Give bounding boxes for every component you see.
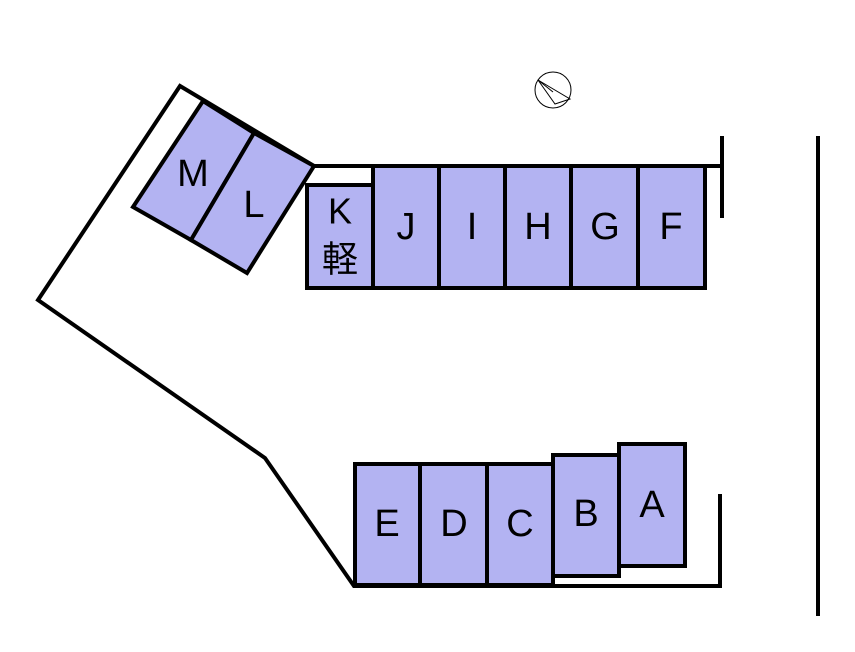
lot-boundary-left xyxy=(35,83,722,588)
space-label-k: K xyxy=(328,191,352,232)
space-label-e: E xyxy=(374,503,399,545)
parking-space-f xyxy=(636,164,707,290)
space-label-k-type: 軽 xyxy=(322,239,358,280)
space-label-c: C xyxy=(506,503,533,545)
space-label-f: F xyxy=(659,206,682,248)
parking-space-e xyxy=(353,462,422,587)
space-label-h: H xyxy=(524,206,551,248)
parking-space-c xyxy=(485,462,555,587)
tilted-row xyxy=(130,98,317,276)
north-arrow-icon xyxy=(534,71,572,109)
space-label-a: A xyxy=(639,484,665,526)
space-label-b: B xyxy=(573,493,598,535)
parking-space-h xyxy=(503,164,573,290)
space-label-d: D xyxy=(440,503,467,545)
space-label-g: G xyxy=(590,206,620,248)
parking-space-i xyxy=(437,164,507,290)
parking-space-l xyxy=(188,130,317,276)
space-label-j: J xyxy=(397,206,416,248)
parking-space-a xyxy=(617,442,687,568)
space-label-l: L xyxy=(243,184,264,226)
parking-space-d xyxy=(418,462,489,587)
parking-space-j xyxy=(371,164,441,290)
top-row xyxy=(305,164,707,290)
space-label-i: I xyxy=(467,206,478,248)
bottom-row xyxy=(353,442,687,587)
parking-space-k xyxy=(305,183,375,290)
space-label-m: M xyxy=(177,153,209,195)
